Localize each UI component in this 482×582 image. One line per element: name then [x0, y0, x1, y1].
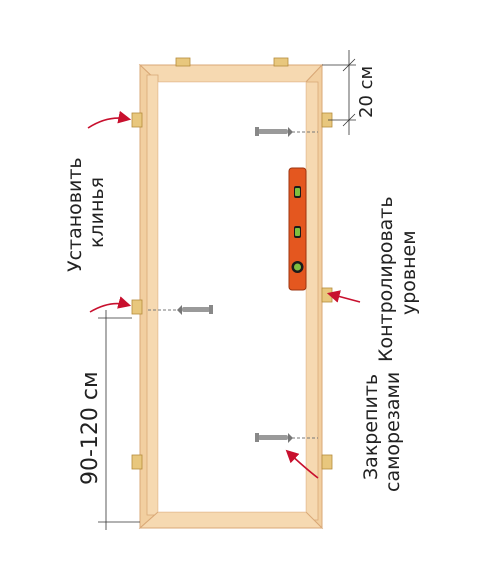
- screws-label-line1: Закрепить: [360, 373, 382, 480]
- wedge-icon: [321, 287, 333, 303]
- arrow-icon: [326, 290, 361, 303]
- wedge-icon: [273, 57, 289, 67]
- screws: [148, 127, 318, 443]
- arrow-icon: [285, 449, 319, 479]
- dimension-top: [322, 50, 356, 135]
- dimension-top-label: 20 см: [356, 65, 377, 118]
- level-label-line1: Контролировать: [375, 196, 397, 362]
- screw-icon: [148, 305, 213, 315]
- dimension-height: [98, 310, 140, 530]
- door-frame: [138, 63, 324, 530]
- dimension-height-label: 90-120 см: [78, 371, 103, 485]
- callout-arrows: [87, 110, 361, 479]
- wedge-icon: [131, 112, 143, 128]
- wedges-label-line2: клинья: [86, 176, 108, 248]
- wedges-label-line1: Установить: [64, 157, 86, 272]
- wedge-icon: [321, 454, 333, 470]
- arrow-icon: [87, 110, 132, 129]
- screw-icon: [255, 433, 318, 443]
- screws-label-line2: саморезами: [382, 371, 404, 492]
- spirit-level-icon: [288, 167, 307, 291]
- screw-icon: [255, 127, 318, 137]
- wedge-icon: [175, 57, 191, 67]
- wedge-icon: [131, 299, 143, 315]
- wedge-icon: [131, 454, 143, 470]
- level-label-line2: уровнем: [398, 230, 420, 315]
- arrow-icon: [89, 296, 132, 313]
